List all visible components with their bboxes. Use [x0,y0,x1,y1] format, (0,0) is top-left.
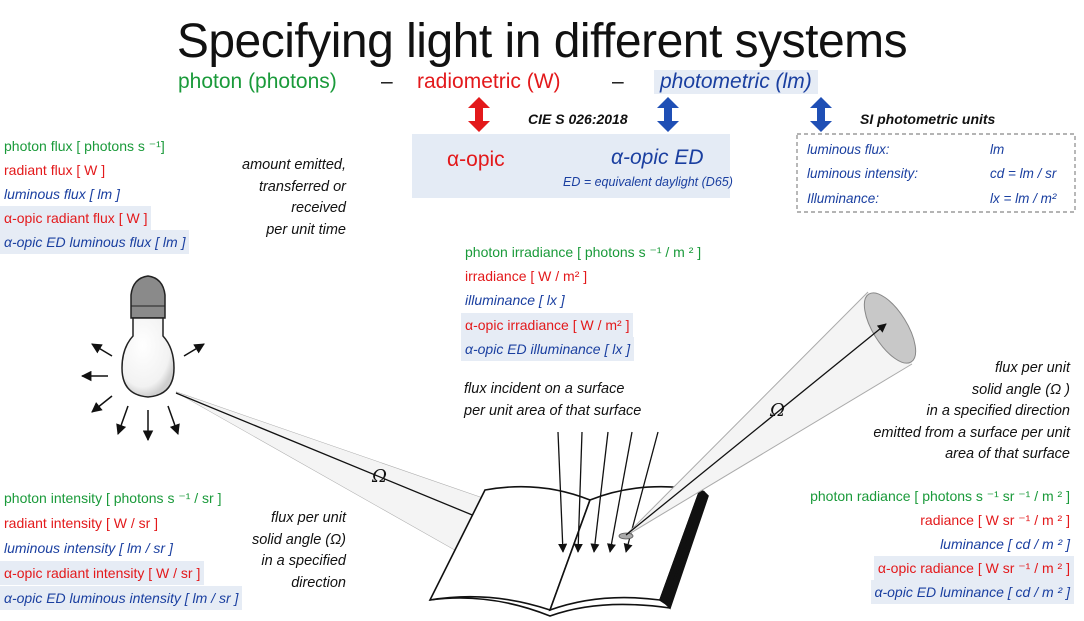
radiance-description: flux per unit solid angle (Ω ) in a spec… [873,360,1070,462]
page-title: Specifying light in different systems [176,15,908,68]
si-row-name: Illuminance: [807,191,880,206]
radiance-luminous: luminance [ cd / m ² ] [940,536,1070,552]
alpha-opic-label: α-opic [447,148,505,171]
irradiance-description: flux incident on a surface per unit area… [464,381,642,419]
alpha-opic-ed-label: α-opic ED [611,146,704,169]
flux-luminous: luminous flux [ lm ] [4,186,120,202]
flux-alpha-luminous: α-opic ED luminous flux [ lm ] [0,230,190,254]
book-icon [428,485,709,617]
irradiance-alpha-luminous: α-opic ED illuminance [ lx ] [461,337,635,361]
intensity-luminous: luminous intensity [ lm / sr ] [4,540,173,556]
system-dash-2: – [612,70,624,93]
blue-double-arrow-si [810,97,832,132]
ed-note: ED = equivalent daylight (D65) [563,175,733,189]
irradiance-luminous: illuminance [ lx ] [465,292,565,308]
irradiance-alpha-radiant: α-opic irradiance [ W / m² ] [461,313,634,337]
system-radiometric: radiometric (W) [417,70,561,93]
flux-photon: photon flux [ photons s ⁻¹] [4,138,165,154]
si-row-unit: lm [990,142,1005,157]
cie-standard-label: CIE S 026:2018 [528,111,628,127]
irradiance-arrows [557,431,659,553]
radiance-radiant: radiance [ W sr ⁻¹ / m ² ] [920,512,1070,528]
flux-description: amount emitted, transferred or received … [242,157,346,238]
omega-symbol-radiance: Ω [770,400,785,421]
system-dash-1: – [381,70,393,93]
intensity-description: flux per unit solid angle (Ω) in a speci… [251,510,346,591]
irradiance-radiant: irradiance [ W / m² ] [465,268,588,284]
flux-alpha-radiant: α-opic radiant flux [ W ] [0,206,152,230]
flux-radiant: radiant flux [ W ] [4,162,106,178]
red-double-arrow [468,97,490,132]
intensity-alpha-radiant: α-opic radiant intensity [ W / sr ] [0,561,205,585]
omega-symbol-intensity: Ω [372,466,387,487]
bulb-rays [80,343,205,442]
system-photometric: photometric (lm) [654,70,818,94]
blue-double-arrow-ed [657,97,679,132]
si-row-name: luminous intensity: [807,166,919,181]
irradiance-photon: photon irradiance [ photons s ⁻¹ / m ² ] [465,244,702,260]
si-units-title: SI photometric units [860,111,996,127]
si-units-box [796,133,1076,213]
radiance-solid-angle-cone [618,291,917,540]
cie-box [412,134,730,198]
si-row-unit: cd = lm / sr [990,166,1057,181]
si-row-unit: lx = lm / m² [990,191,1057,206]
intensity-alpha-luminous: α-opic ED luminous intensity [ lm / sr ] [0,586,243,610]
radiance-alpha-luminous: α-opic ED luminance [ cd / m ² ] [870,580,1074,604]
radiance-alpha-radiant: α-opic radiance [ W sr ⁻¹ / m ² ] [873,556,1074,580]
intensity-radiant: radiant intensity [ W / sr ] [4,515,159,531]
system-photon: photon (photons) [178,70,337,93]
radiance-photon: photon radiance [ photons s ⁻¹ sr ⁻¹ / m… [810,488,1070,504]
intensity-photon: photon intensity [ photons s ⁻¹ / sr ] [4,490,222,506]
si-row-name: luminous flux: [807,142,890,157]
light-bulb-icon [121,275,175,398]
